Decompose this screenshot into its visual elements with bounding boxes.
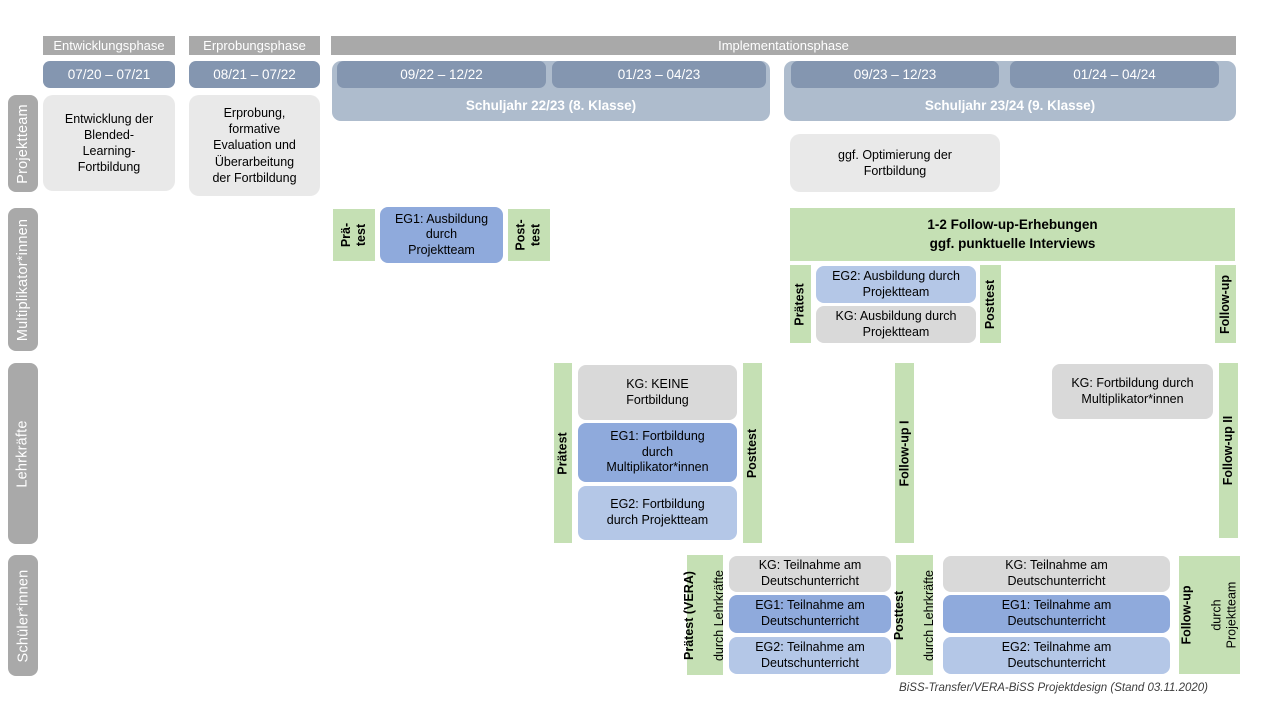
- row-label-schueler-text: Schüler*innen: [15, 569, 32, 662]
- box-eg2-fortbildung-projektteam: EG2: Fortbildung durch Projektteam: [578, 486, 737, 540]
- schueler-praetest-vera-line1: Prätest (VERA): [682, 570, 697, 660]
- box-eg2-ausbildung-projektteam: EG2: Ausbildung durch Projektteam: [816, 266, 976, 303]
- lehr-praetest-label: Prätest: [555, 431, 570, 475]
- diagram-caption: BiSS-Transfer/VERA-BiSS Projektdesign (S…: [899, 682, 1208, 694]
- date-range-6: 01/24 – 04/24: [1010, 61, 1219, 88]
- box-kg-keine-fortbildung: KG: KEINE Fortbildung: [578, 365, 737, 420]
- date-range-5: 09/23 – 12/23: [791, 61, 999, 88]
- schueler-followup-line1: Follow-up: [1179, 585, 1194, 645]
- schueler-praetest-vera-bar: Prätest (VERA) durch Lehrkräfte: [683, 555, 727, 675]
- schueler-followup-line2: durch Projektteam: [1209, 581, 1239, 649]
- mult-praetest2-label: Prätest: [793, 282, 808, 326]
- phase-header-erprobung: Erprobungsphase: [189, 36, 320, 55]
- row-label-projektteam-text: Projektteam: [15, 103, 32, 184]
- box-eg2-teilnahme-1: EG2: Teilnahme am Deutschunterricht: [729, 637, 891, 674]
- mult-praetest-bar: Prä- test: [333, 209, 375, 261]
- lehr-followup2-label: Follow-up II: [1221, 415, 1235, 486]
- schueler-praetest-vera-line2: durch Lehrkräfte: [712, 569, 727, 661]
- box-eg2-teilnahme-2: EG2: Teilnahme am Deutschunterricht: [943, 637, 1170, 674]
- schoolyear-label-22-23: Schuljahr 22/23 (8. Klasse): [465, 98, 637, 113]
- schueler-posttest-line1: Posttest: [892, 590, 906, 640]
- date-range-1: 07/20 – 07/21: [43, 61, 175, 88]
- mult-posttest-label: Post- test: [514, 219, 543, 251]
- lehr-posttest-bar: Posttest: [743, 363, 762, 543]
- date-range-4: 01/23 – 04/23: [552, 61, 766, 88]
- followup-erhebungen-bar: 1-2 Follow-up-Erhebungen ggf. punktuelle…: [790, 208, 1235, 261]
- mult-posttest2-label: Posttest: [983, 279, 998, 329]
- schoolyear-label-23-24: Schuljahr 23/24 (9. Klasse): [924, 98, 1096, 113]
- box-kg-ausbildung-projektteam: KG: Ausbildung durch Projektteam: [816, 306, 976, 343]
- row-label-lehrkraefte-text: Lehrkräfte: [15, 419, 32, 488]
- mult-praetest2-bar: Prätest: [790, 265, 811, 343]
- row-label-projektteam: Projektteam: [8, 95, 38, 192]
- row-label-multiplikatoren-text: Multiplikator*innen: [15, 218, 31, 341]
- date-range-2: 08/21 – 07/22: [189, 61, 320, 88]
- box-kg-teilnahme-2: KG: Teilnahme am Deutschunterricht: [943, 556, 1170, 592]
- lehr-followup2-bar: Follow-up II: [1219, 363, 1238, 538]
- phase-header-entwicklung: Entwicklungsphase: [43, 36, 175, 55]
- row-label-multiplikatoren: Multiplikator*innen: [8, 208, 38, 351]
- schueler-posttest-line2: durch Lehrkräfte: [922, 569, 936, 661]
- box-eg1-ausbildung-projektteam: EG1: Ausbildung durch Projektteam: [380, 207, 503, 263]
- mult-posttest2-bar: Posttest: [980, 265, 1001, 343]
- mult-followup-label: Follow-up: [1218, 274, 1233, 334]
- box-optimierung-fortbildung: ggf. Optimierung der Fortbildung: [790, 134, 1000, 192]
- box-eg1-fortbildung-multiplikatoren: EG1: Fortbildung durch Multiplikator*inn…: [578, 423, 737, 482]
- lehr-praetest-bar: Prätest: [554, 363, 572, 543]
- phase-header-implementation: Implementationsphase: [331, 36, 1236, 55]
- schueler-followup-bar: Follow-up durch Projektteam: [1179, 556, 1240, 674]
- lehr-followup1-bar: Follow-up I: [895, 363, 914, 543]
- box-kg-fortbildung-multiplikatoren: KG: Fortbildung durch Multiplikator*inne…: [1052, 364, 1213, 419]
- mult-praetest-label: Prä- test: [338, 222, 368, 248]
- date-range-3: 09/22 – 12/22: [337, 61, 546, 88]
- lehr-posttest-label: Posttest: [745, 428, 760, 478]
- box-kg-teilnahme-1: KG: Teilnahme am Deutschunterricht: [729, 556, 891, 592]
- schueler-followup-label: Follow-up durch Projektteam: [1165, 582, 1255, 649]
- lehr-followup1-label: Follow-up I: [897, 420, 911, 486]
- row-label-schueler: Schüler*innen: [8, 555, 38, 676]
- box-entwicklung-fortbildung: Entwicklung der Blended- Learning- Fortb…: [43, 95, 175, 191]
- schueler-posttest-label: Posttest durch Lehrkräfte: [877, 569, 952, 660]
- box-eg1-teilnahme-1: EG1: Teilnahme am Deutschunterricht: [729, 595, 891, 633]
- row-label-lehrkraefte: Lehrkräfte: [8, 363, 38, 544]
- box-eg1-teilnahme-2: EG1: Teilnahme am Deutschunterricht: [943, 595, 1170, 633]
- mult-followup-bar: Follow-up: [1215, 265, 1236, 343]
- mult-posttest-bar: Post- test: [508, 209, 550, 261]
- schueler-posttest-bar: Posttest durch Lehrkräfte: [892, 555, 936, 675]
- box-erprobung-evaluation: Erprobung, formative Evaluation und Über…: [189, 95, 320, 196]
